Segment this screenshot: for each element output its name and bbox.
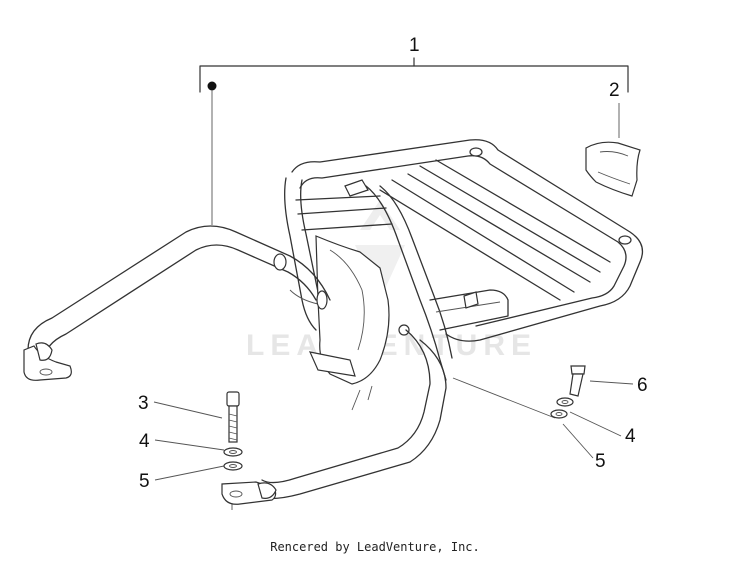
- assembly-dot: [207, 81, 217, 91]
- leader-lines: [153, 103, 634, 510]
- bolt-right: [569, 365, 586, 397]
- cross-support: [429, 289, 509, 331]
- callout-3: 3: [138, 393, 149, 414]
- callout-2: 2: [609, 80, 620, 101]
- callout-6: 6: [637, 375, 648, 396]
- washer-left: [223, 447, 243, 457]
- footer-credit: Rencered by LeadVenture, Inc.: [270, 540, 480, 554]
- rack-uprights: [284, 177, 453, 381]
- lower-frame: [23, 225, 447, 505]
- washer-right: [556, 397, 574, 407]
- bolt-left: [226, 391, 240, 443]
- callout-5-right: 5: [595, 451, 606, 472]
- mounting-bracket: [289, 235, 410, 411]
- luggage-rack: [291, 139, 644, 342]
- rubber-pad: [585, 141, 641, 197]
- callout-4-right: 4: [625, 426, 636, 447]
- lock-washer-right: [550, 409, 568, 419]
- callout-5-left: 5: [139, 471, 150, 492]
- callout-4-left: 4: [139, 431, 150, 452]
- callout-1: 1: [409, 35, 420, 56]
- lock-washer-left: [223, 461, 243, 471]
- watermark-text: LEADVENTURE: [246, 329, 537, 362]
- assembly-bracket: [199, 57, 629, 225]
